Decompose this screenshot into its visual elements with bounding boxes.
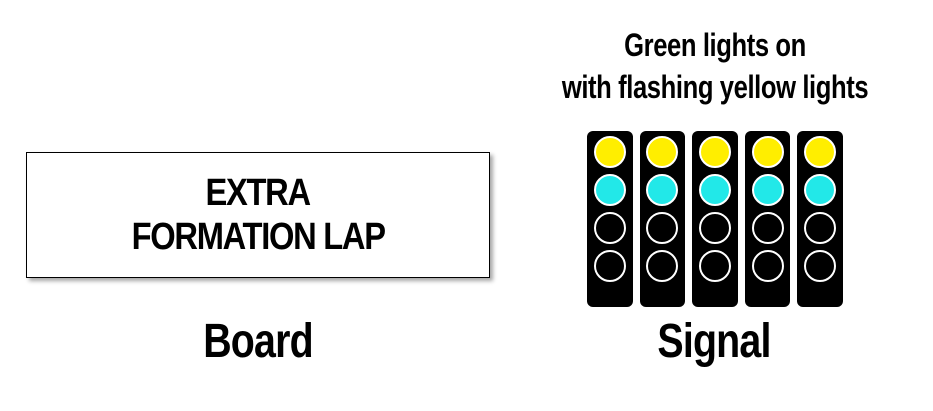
lamp-off-icon (646, 212, 679, 244)
light-column-2 (639, 131, 686, 307)
lamp-cyan-icon (646, 174, 679, 206)
signal-description: Green lights on with flashing yellow lig… (505, 24, 925, 108)
board-sign: EXTRA FORMATION LAP (26, 152, 490, 278)
lamp-off-icon (593, 250, 626, 282)
lamp-off-icon (698, 250, 731, 282)
lamp-yellow-icon (698, 136, 731, 168)
signal-description-line-1: Green lights on (624, 27, 806, 63)
lamp-cyan-icon (698, 174, 731, 206)
light-column-3 (692, 131, 738, 307)
lamp-yellow-icon (804, 136, 837, 168)
lamp-cyan-icon (751, 174, 784, 206)
signal-description-line-2: with flashing yellow lights (561, 69, 869, 105)
light-column-4 (744, 131, 791, 307)
lamp-off-icon (804, 250, 837, 282)
signal-lights (587, 131, 843, 307)
board-line-1: EXTRA (205, 172, 312, 214)
light-column-5 (797, 131, 843, 307)
light-column-1 (587, 131, 633, 307)
lamp-off-icon (646, 250, 679, 282)
lamp-off-icon (593, 212, 626, 244)
lamp-yellow-icon (593, 136, 626, 168)
lamp-off-icon (804, 212, 837, 244)
lamp-off-icon (698, 212, 731, 244)
lamp-yellow-icon (646, 136, 679, 168)
lamp-cyan-icon (593, 174, 626, 206)
signal-caption: Signal (657, 315, 771, 368)
lamp-off-icon (751, 212, 784, 244)
lamp-yellow-icon (751, 136, 784, 168)
board-caption: Board (203, 315, 313, 368)
board-line-2: FORMATION LAP (131, 216, 385, 258)
lamp-cyan-icon (804, 174, 837, 206)
lamp-off-icon (751, 250, 784, 282)
